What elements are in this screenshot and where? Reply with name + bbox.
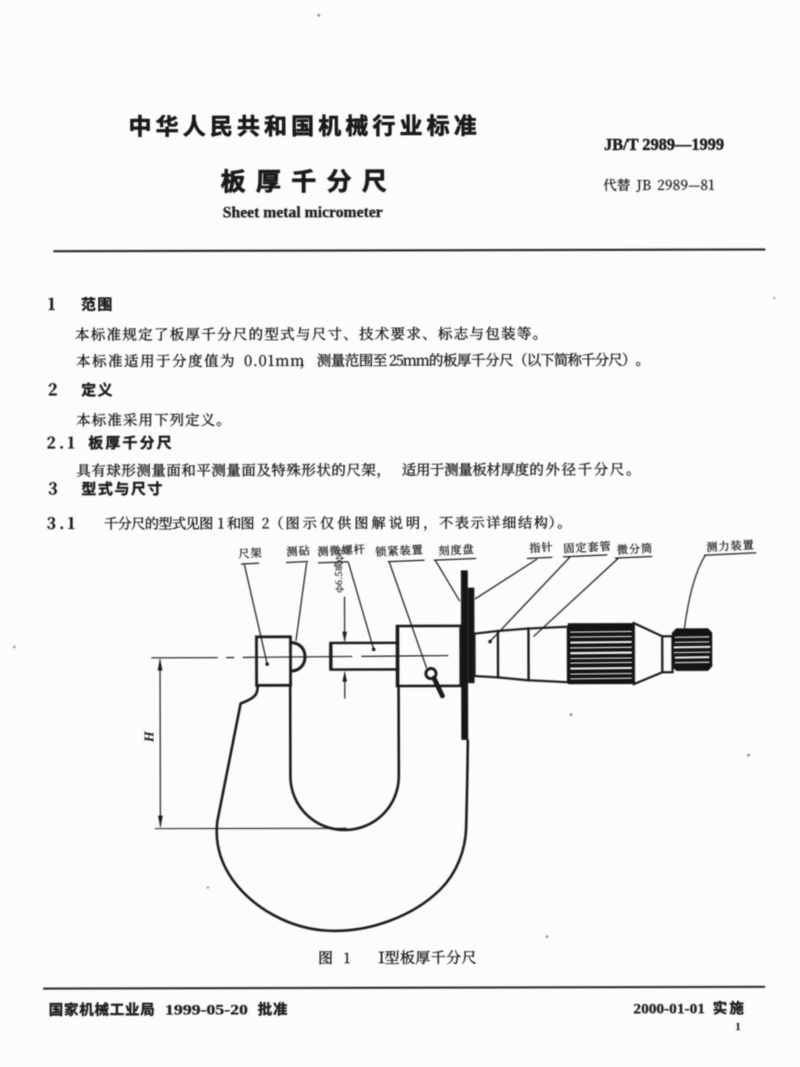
svg-text:H: H xyxy=(142,730,157,743)
svg-text:2000-01-01: 2000-01-01 xyxy=(633,1001,705,1017)
svg-text:JB/T 2989—1999: JB/T 2989—1999 xyxy=(604,135,724,154)
svg-text:1: 1 xyxy=(735,1019,741,1033)
svg-text:Sheet metal micrometer: Sheet metal micrometer xyxy=(223,204,383,221)
svg-text:1999-05-20: 1999-05-20 xyxy=(165,1002,248,1018)
